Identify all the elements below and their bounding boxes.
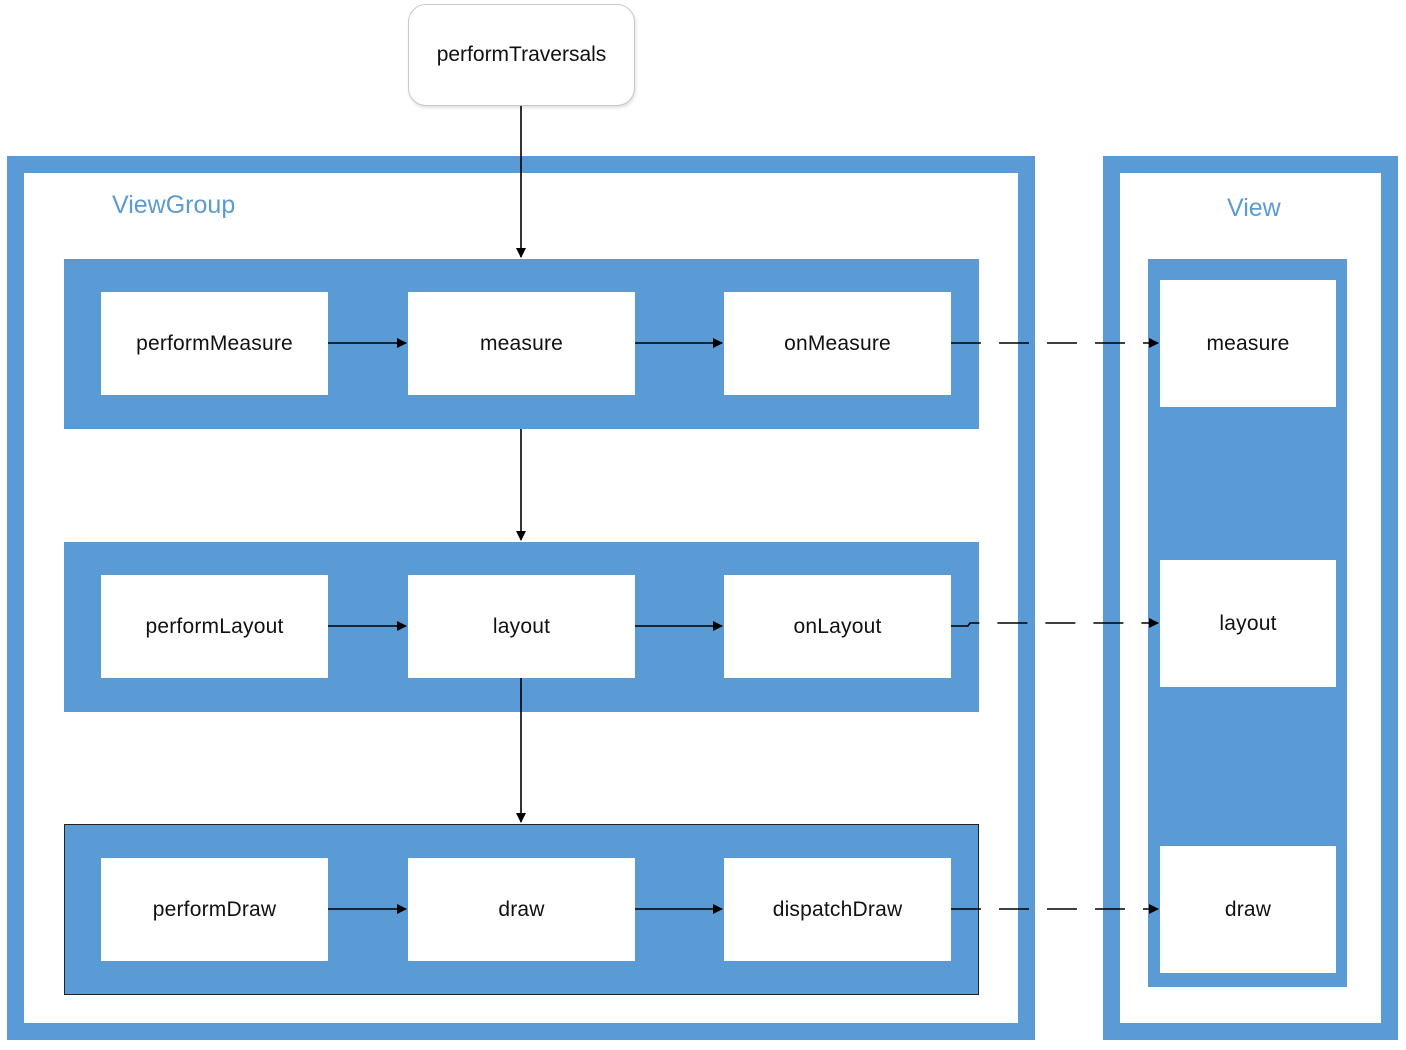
view-layout-node: layout <box>1160 560 1336 687</box>
view-draw-node: draw <box>1160 846 1336 973</box>
perform-draw-node: performDraw <box>101 858 328 961</box>
on-layout-node: onLayout <box>724 575 951 678</box>
view-title: View <box>1227 194 1281 222</box>
dashed-on-layout-to-view-layout <box>951 618 1159 628</box>
on-measure-node: onMeasure <box>724 292 951 395</box>
perform-traversals-node: performTraversals <box>408 4 635 106</box>
dispatch-draw-node: dispatchDraw <box>724 858 951 961</box>
viewgroup-title: ViewGroup <box>112 191 236 219</box>
measure-node: measure <box>408 292 635 395</box>
layout-node: layout <box>408 575 635 678</box>
view-measure-node: measure <box>1160 280 1336 407</box>
draw-node: draw <box>408 858 635 961</box>
perform-layout-node: performLayout <box>101 575 328 678</box>
perform-measure-node: performMeasure <box>101 292 328 395</box>
